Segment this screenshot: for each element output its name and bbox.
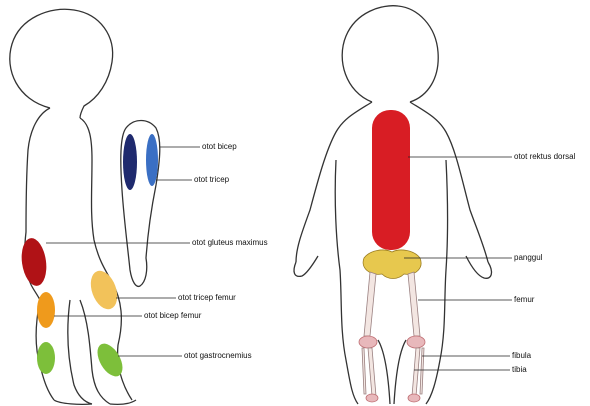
label-bicep-femur: otot bicep femur [144,311,201,321]
label-gluteus-maximus: otot gluteus maximus [192,238,268,248]
right-fibula-bone [420,348,424,394]
gastrocnemius-muscle-back [37,342,55,374]
bicep-femur-muscle [37,292,55,328]
label-panggul: panggul [514,253,542,263]
gluteus-muscle [19,237,49,288]
label-fibula: fibula [512,351,531,361]
back-leg-gap [378,340,406,404]
left-tibia-bone [368,348,376,396]
label-tricep-femur: otot tricep femur [178,293,236,303]
right-knee [407,336,425,348]
back-left-hand [294,256,318,276]
left-fibula-bone [362,348,366,394]
leader-lines [46,147,512,370]
bicep-muscle [123,134,137,190]
tricep-muscle [146,134,158,186]
side-front-outline [80,118,112,282]
label-tibia: tibia [512,365,527,375]
side-foot-outline [54,400,136,404]
label-tricep: otot tricep [194,175,229,185]
back-right-side [426,160,448,404]
label-femur: femur [514,295,534,305]
rektus-dorsal-muscle [372,110,410,250]
back-torso-outline-right [410,102,488,262]
back-left-side [335,160,358,404]
gastrocnemius-muscle-front [92,339,127,380]
tricep-femur-muscle [86,267,122,313]
right-femur-bone [408,272,420,336]
arm-figure [121,121,160,287]
side-view-figure [10,9,136,404]
right-tibia-bone [412,348,420,396]
left-ankle [366,394,378,402]
back-head-outline [342,6,438,102]
back-torso-outline [296,102,372,262]
leg-bones [359,272,425,402]
label-rektus-dorsal: otot rektus dorsal [514,152,575,162]
right-ankle [408,394,420,402]
side-head-outline [10,9,113,118]
left-knee [359,336,377,348]
left-femur-bone [364,272,376,336]
label-gastrocnemius: otot gastrocnemius [184,351,252,361]
label-bicep: otot bicep [202,142,237,152]
